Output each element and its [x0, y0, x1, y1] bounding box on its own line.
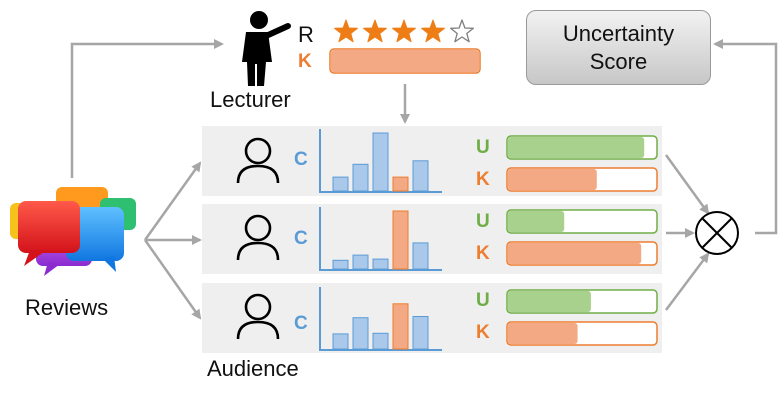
u-bar-fill	[508, 137, 645, 158]
audience-label: Audience	[207, 356, 299, 381]
audience-3-c-label: C	[294, 313, 308, 334]
audience-1-k-label: K	[476, 169, 490, 190]
arrow-product-to-uncertainty	[713, 39, 778, 235]
histogram-bar	[412, 316, 429, 350]
histogram-bar	[392, 303, 409, 350]
audience-2-c-label: C	[294, 228, 308, 249]
audience-2-u-label: U	[476, 211, 490, 232]
arrow-audience-1-to-product	[664, 154, 710, 215]
audience-person-icon-1	[236, 137, 280, 184]
star-empty-icon	[449, 19, 475, 43]
audience-person-icon-3	[236, 293, 280, 340]
star-filled-icon	[363, 19, 387, 43]
arrow-reviews-to-audience-1	[143, 161, 202, 241]
k-bar-fill	[508, 243, 642, 264]
arrow-reviews-to-audience-3	[143, 239, 202, 320]
histogram-bar	[332, 333, 349, 350]
u-bar-fill	[508, 211, 565, 232]
lecturer-label: Lecturer	[210, 87, 291, 112]
histogram-axes	[319, 129, 442, 193]
audience-3-k-label: K	[476, 322, 490, 343]
arrow-audience-3-to-product	[665, 252, 710, 311]
uncertainty-score-box: Uncertainty Score	[526, 10, 711, 85]
reviews-icon	[10, 187, 136, 276]
histogram-bar	[412, 242, 429, 270]
histogram-bar	[352, 163, 369, 192]
lecturer-icon	[242, 11, 291, 86]
audience-1-group	[319, 129, 658, 193]
star-filled-icon	[334, 19, 358, 43]
histogram-bar	[332, 176, 349, 192]
histogram-bar	[392, 176, 409, 192]
audience-2-group	[319, 207, 658, 271]
k-bar-fill	[508, 323, 578, 344]
histogram-bar	[352, 254, 369, 270]
reviews-label: Reviews	[25, 295, 109, 320]
audience-3-group	[319, 287, 658, 351]
histogram-bar	[372, 258, 389, 270]
lecturer-rating-stars	[334, 19, 475, 43]
lecturer-k-label: K	[298, 51, 312, 72]
lecturer-k-bar	[329, 48, 481, 74]
audience-person-icon-2	[236, 214, 280, 261]
product-operator-icon	[695, 211, 739, 255]
k-bar-fill	[508, 169, 597, 190]
audience-1-c-label: C	[294, 149, 308, 170]
audience-3-u-label: U	[476, 290, 490, 311]
histogram-axes	[319, 207, 442, 271]
histogram-bar	[392, 210, 409, 270]
audience-1-u-label: U	[476, 137, 490, 158]
histogram-bar	[372, 332, 389, 350]
histogram-bar	[332, 259, 349, 270]
arrow-reviews-to-lecturer	[70, 39, 224, 178]
histogram-bar	[372, 132, 389, 192]
arrows	[70, 39, 778, 320]
uncertainty-score-label: Uncertainty Score	[562, 21, 675, 74]
audience-art	[319, 129, 658, 351]
audience-2-k-label: K	[476, 243, 490, 264]
lecturer-r-label: R	[298, 22, 314, 47]
histogram-bar	[412, 160, 429, 192]
u-bar-fill	[508, 291, 591, 312]
histogram-axes	[319, 287, 442, 351]
histogram-bar	[352, 317, 369, 350]
star-filled-icon	[421, 19, 445, 43]
star-filled-icon	[392, 19, 416, 43]
